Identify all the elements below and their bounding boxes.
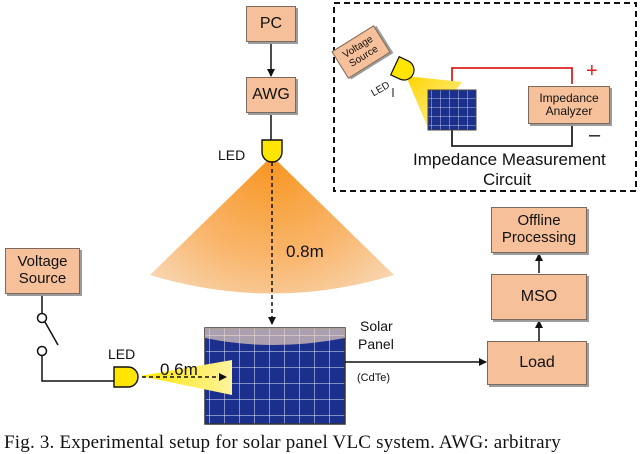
switch-lever — [44, 321, 59, 346]
inset-solar-panel — [427, 89, 477, 131]
led-light-cone — [150, 156, 394, 294]
mso-label: MSO — [520, 288, 558, 306]
pc-label: PC — [259, 15, 283, 33]
impedance-analyzer-line1: Impedance — [539, 90, 599, 105]
minus-terminal-label: – — [589, 124, 601, 146]
voltage-source-line2: Source — [18, 270, 67, 287]
switch-bottom-terminal — [36, 345, 48, 357]
offline-processing-line1: Offline — [517, 212, 561, 230]
inset-frame — [333, 2, 637, 192]
impedance-analyzer-block: Impedance Analyzer — [528, 86, 610, 124]
led-left-label: LED — [108, 346, 136, 362]
inset-wire-positive — [451, 67, 573, 93]
inset-led-icon — [389, 55, 415, 81]
panel-type-label: (CdTe) — [357, 372, 391, 384]
inset-title-line1: Impedance Measurement — [413, 150, 606, 169]
led-left-icon — [113, 366, 139, 388]
voltage-source-line1: Voltage — [17, 253, 68, 271]
solar-panel-label-line1: Solar — [360, 318, 393, 334]
offline-processing-block: Offline Processing — [491, 207, 587, 253]
inset-title-line2: Circuit — [483, 170, 532, 189]
switch-top-terminal — [36, 312, 48, 324]
pc-block: PC — [246, 6, 296, 42]
impedance-analyzer-line2: Analyzer — [545, 104, 593, 118]
load-block: Load — [487, 341, 587, 385]
solar-panel-label-line2: Panel — [358, 336, 394, 352]
figure-caption: Fig. 3. Experimental setup for solar pan… — [4, 432, 562, 453]
cone-overlap — [205, 328, 345, 345]
distance-vertical-label: 0.8m — [286, 242, 324, 261]
offline-processing-line2: Processing — [501, 229, 577, 246]
wire-switch-led — [41, 356, 114, 382]
mso-block: MSO — [491, 274, 587, 320]
awg-label: AWG — [252, 86, 290, 104]
led-top-label: LED — [218, 147, 246, 163]
voltage-source-block: Voltage Source — [5, 248, 80, 294]
load-label: Load — [519, 354, 555, 372]
awg-block: AWG — [246, 77, 296, 113]
distance-horizontal-label: 0.6m — [160, 360, 198, 379]
plus-terminal-label: + — [586, 60, 598, 82]
led-top-icon — [261, 139, 283, 163]
